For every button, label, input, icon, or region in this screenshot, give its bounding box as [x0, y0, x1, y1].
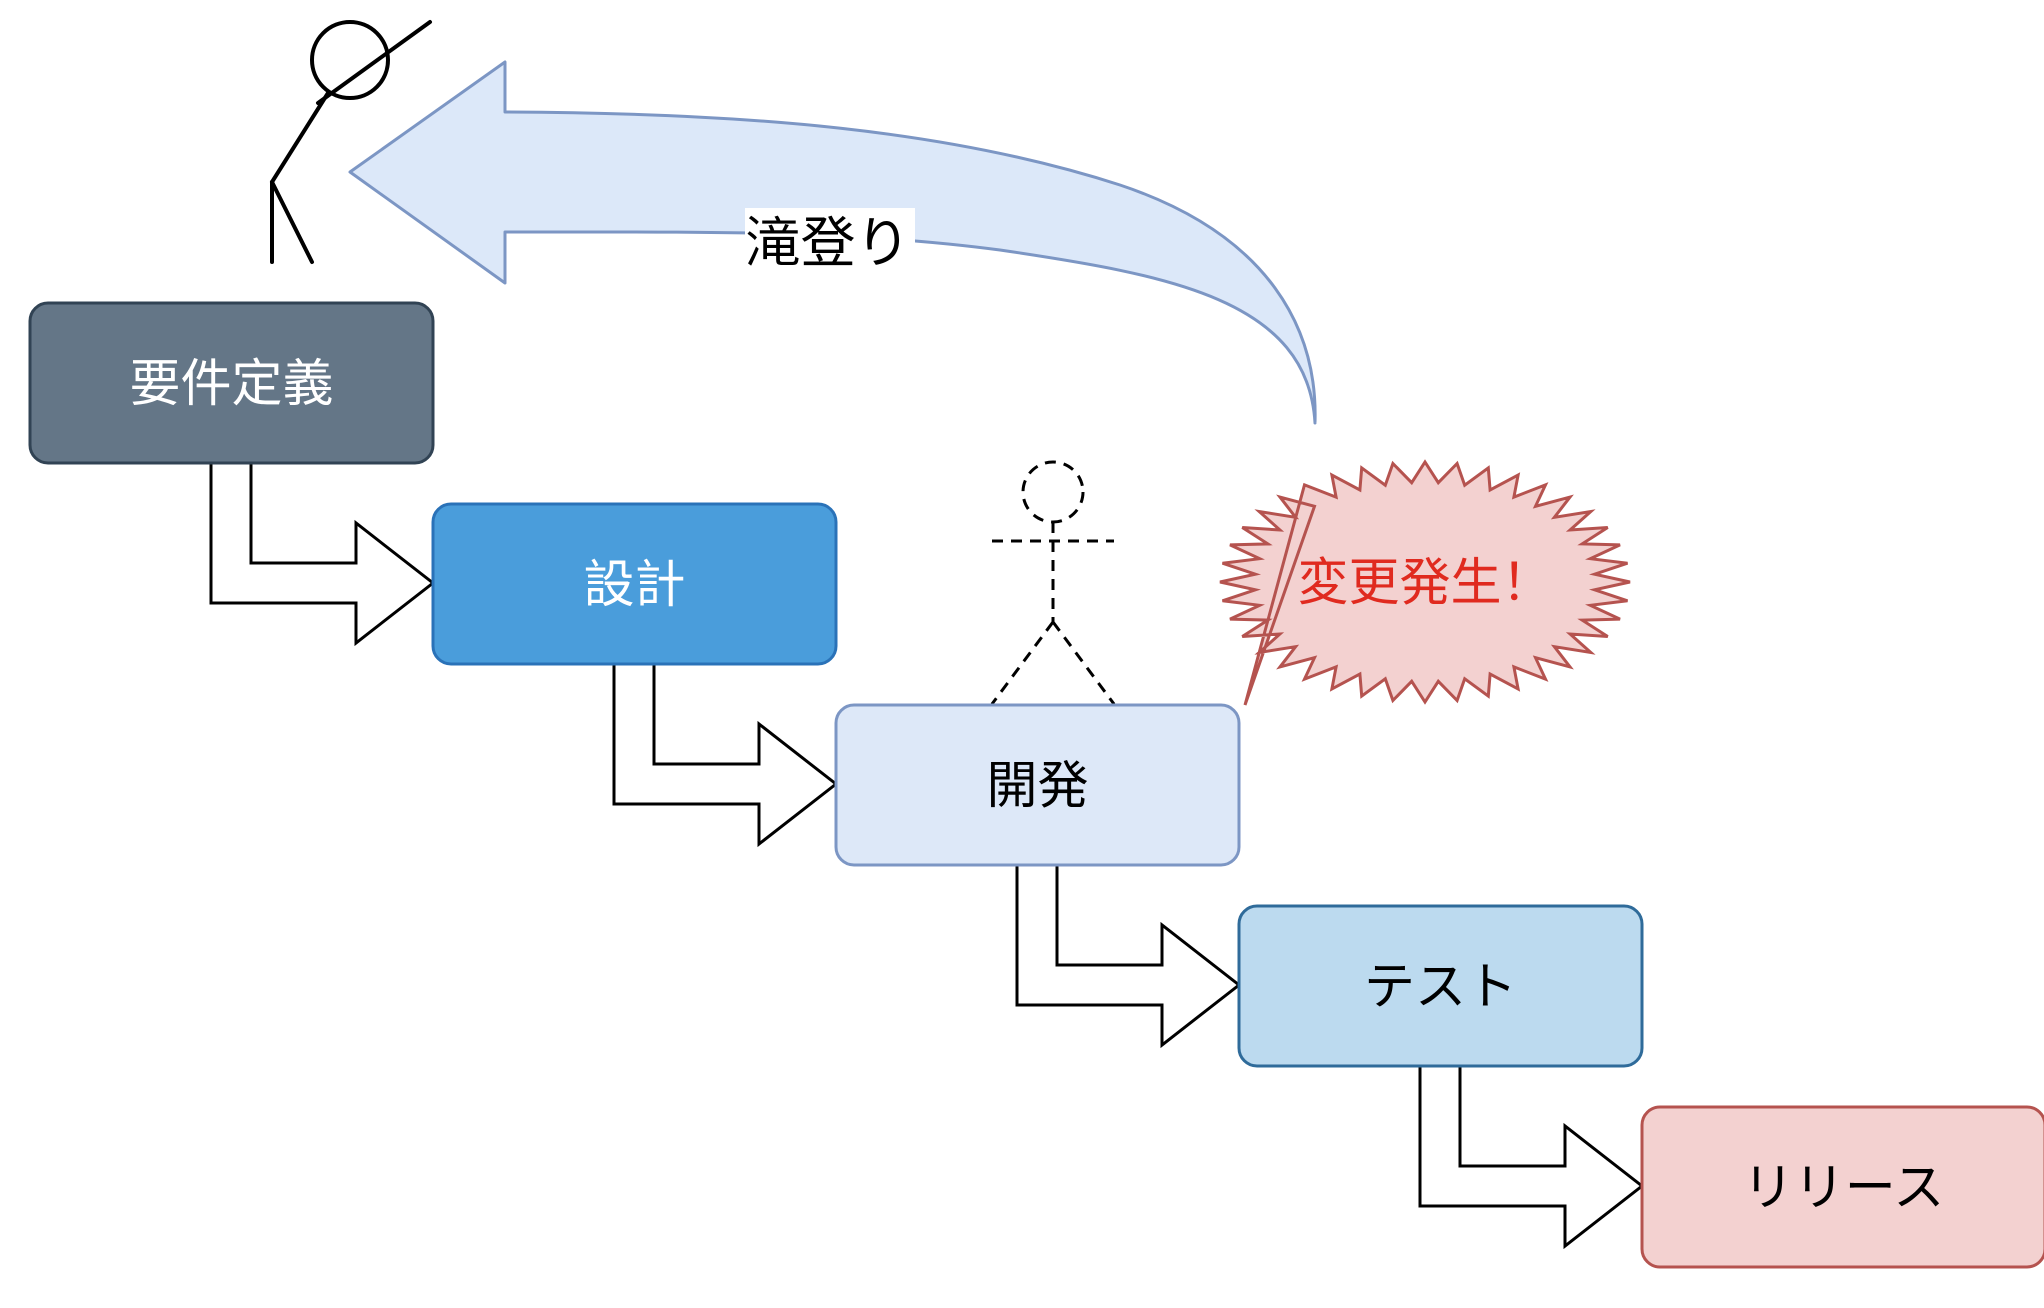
stage-development-box — [834, 703, 1241, 867]
falling-person-head — [310, 20, 390, 100]
stage-design: 設計 — [431, 502, 838, 666]
connector-arrow-requirements-to-design — [209, 461, 436, 647]
stage-connectors — [209, 461, 1645, 1250]
stage-requirements: 要件定義 — [28, 301, 435, 465]
feedback-arrow-label-bg — [745, 208, 915, 278]
developer-figure-leg-left — [990, 621, 1055, 705]
falling-person-body — [270, 91, 330, 184]
stage-release-box — [1640, 1105, 2044, 1269]
developer-figure-head — [1021, 460, 1085, 524]
connector-arrow-design-to-development — [612, 662, 839, 848]
falling-person-figure — [270, 20, 432, 264]
feedback-arrow: 滝登り — [348, 60, 1317, 425]
stage-test: テスト — [1237, 904, 1644, 1068]
feedback-arrow-label: 滝登り — [745, 211, 910, 275]
developer-figure-leg-right — [1051, 621, 1116, 705]
stage-design-box — [431, 502, 838, 666]
stage-release: リリース — [1640, 1105, 2044, 1269]
stage-development: 開発 — [834, 703, 1241, 867]
falling-person-leg-right — [270, 180, 314, 264]
developer-figure — [990, 460, 1116, 705]
connector-arrow-development-to-test — [1015, 863, 1242, 1049]
stage-design-label: 設計 — [583, 556, 685, 615]
stage-requirements-box — [28, 301, 435, 465]
stage-test-label: テスト — [1364, 958, 1517, 1017]
falling-person-arm — [316, 20, 432, 105]
stage-development-label: 開発 — [986, 757, 1088, 816]
connector-arrow-test-to-release — [1418, 1064, 1645, 1250]
change-callout-shape — [1219, 459, 1631, 706]
change-callout-label: 変更発生！ — [1297, 554, 1552, 613]
change-callout: 変更発生！ — [1219, 459, 1631, 706]
stage-release-label: リリース — [1743, 1159, 1944, 1218]
stage-test-box — [1237, 904, 1644, 1068]
stage-requirements-label: 要件定義 — [129, 355, 333, 414]
feedback-arrow-shape — [348, 60, 1317, 425]
